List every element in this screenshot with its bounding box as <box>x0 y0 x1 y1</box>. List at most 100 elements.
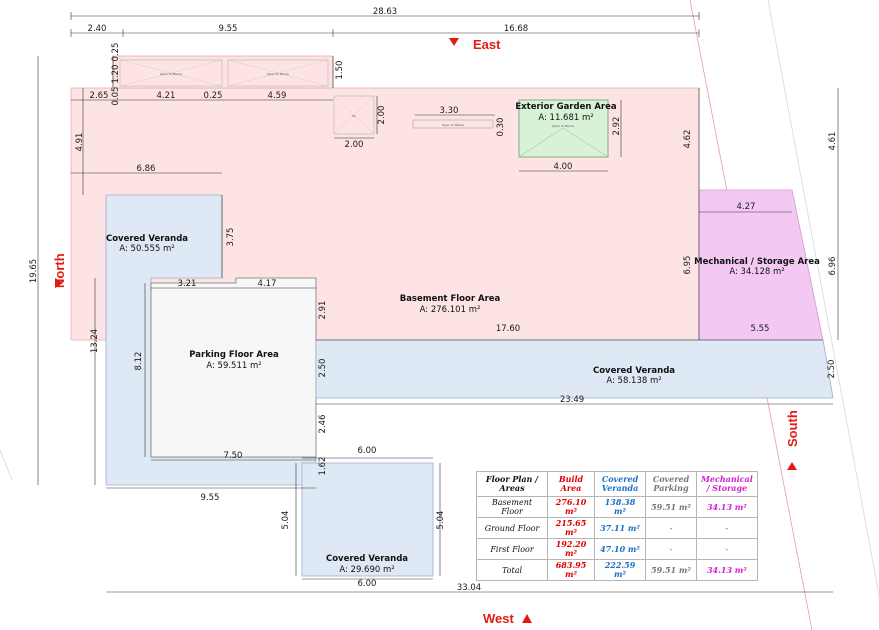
dim-4-61: 4.61 <box>828 132 838 151</box>
dim-2-92: 2.92 <box>612 117 622 136</box>
table-cell: 222.59 m² <box>594 559 646 581</box>
dim-8-12: 8.12 <box>134 352 144 371</box>
table-cell: 34.13 m² <box>696 496 758 518</box>
table-cell: Basement Floor <box>476 496 548 518</box>
dim-1-62: 1.62 <box>318 457 328 476</box>
north-arrow-icon <box>55 278 63 288</box>
veranda-north-name: Covered Veranda <box>106 234 188 244</box>
stair-mark-label: UL <box>352 114 356 118</box>
dim-4-59: 4.59 <box>268 91 287 101</box>
table-cell: - <box>645 517 697 539</box>
table-cell: Total <box>476 559 548 581</box>
table-header-row: Floor Plan / Areas Build Area Covered Ve… <box>476 471 758 497</box>
table-cell: Ground Floor <box>476 517 548 539</box>
table-header-cell: Mechanical / Storage <box>696 471 758 497</box>
parking-floor-area <box>150 277 317 458</box>
basement-upper-strip <box>112 55 334 89</box>
veranda-south-value: A: 58.138 m² <box>606 376 661 386</box>
table-row: First Floor 192.20 m² 47.10 m² - - <box>476 538 758 560</box>
void-right <box>227 59 329 87</box>
veranda-south-name: Covered Veranda <box>593 366 675 376</box>
table-header-cell: Build Area <box>547 471 595 497</box>
void-left <box>119 59 223 87</box>
dim-4-91: 4.91 <box>75 133 85 152</box>
open-to-below-label: Open to Below <box>267 72 290 76</box>
table-cell: 192.20 m² <box>547 538 595 560</box>
dim-1-20: 1.20 <box>111 65 121 84</box>
dim-6-95: 6.95 <box>683 256 693 275</box>
dim-0-25: 0.25 <box>204 91 223 101</box>
basement-area-value: A: 276.101 m² <box>420 305 481 315</box>
dim-5-55: 5.55 <box>751 324 770 334</box>
table-row: Ground Floor 215.65 m² 37.11 m² - - <box>476 517 758 539</box>
slot-void <box>412 119 494 129</box>
table-cell: - <box>696 517 758 539</box>
mechanical-area-name: Mechanical / Storage Area <box>694 257 820 267</box>
mechanical-area-value: A: 34.128 m² <box>729 267 784 277</box>
dim-2-65: 2.65 <box>90 91 109 101</box>
dim-4-21: 4.21 <box>157 91 176 101</box>
table-cell: 47.10 m² <box>594 538 646 560</box>
basement-area-name: Basement Floor Area <box>400 294 501 304</box>
dim-overall-top: 28.63 <box>373 7 397 17</box>
dim-3-75: 3.75 <box>226 228 236 247</box>
veranda-west-value: A: 29.690 m² <box>339 565 394 575</box>
compass-south-group: South <box>785 410 800 447</box>
table-cell: 34.13 m² <box>696 559 758 581</box>
dim-2-50-a: 2.50 <box>318 359 328 378</box>
east-arrow-icon <box>449 38 459 46</box>
dim-6-00-bottom: 6.00 <box>358 579 377 589</box>
dim-9-55-bottom: 9.55 <box>201 493 220 503</box>
table-cell: - <box>645 538 697 560</box>
dim-4-00: 4.00 <box>554 162 573 172</box>
dim-overall-bottom: 33.04 <box>457 583 481 593</box>
dim-top-right: 16.68 <box>504 24 528 34</box>
table-row: Total 683.95 m² 222.59 m² 59.51 m² 34.13… <box>476 559 758 581</box>
dim-13-24: 13.24 <box>90 329 100 353</box>
parking-area-value: A: 59.511 m² <box>206 361 261 371</box>
stair-void <box>333 95 375 135</box>
table-cell: First Floor <box>476 538 548 560</box>
dim-6-96: 6.96 <box>828 257 838 276</box>
compass-south: South <box>785 410 800 447</box>
dim-23-49: 23.49 <box>560 395 584 405</box>
dim-6-86: 6.86 <box>137 164 156 174</box>
dim-1-50: 1.50 <box>335 61 345 80</box>
area-summary-table: Floor Plan / Areas Build Area Covered Ve… <box>476 471 758 581</box>
dim-4-27: 4.27 <box>737 202 756 212</box>
dim-top-mid: 9.55 <box>219 24 238 34</box>
parking-area-name: Parking Floor Area <box>189 350 279 360</box>
table-cell: - <box>696 538 758 560</box>
garden-area-name: Exterior Garden Area <box>515 102 617 112</box>
dim-7-50: 7.50 <box>224 451 243 461</box>
covered-veranda-south <box>315 339 834 399</box>
covered-veranda-west <box>301 462 434 577</box>
dim-3-21: 3.21 <box>178 279 197 289</box>
dim-2-91: 2.91 <box>318 301 328 320</box>
dim-4-62: 4.62 <box>683 130 693 149</box>
table-header-cell: Covered Parking <box>645 471 697 497</box>
table-cell: 37.11 m² <box>594 517 646 539</box>
dim-0-30: 0.30 <box>496 118 506 137</box>
table-cell: 276.10 m² <box>547 496 595 518</box>
dim-17-60: 17.60 <box>496 324 520 334</box>
dim-top-left: 2.40 <box>88 24 107 34</box>
south-arrow-icon <box>787 462 797 470</box>
dim-2-50-b: 2.50 <box>827 360 837 379</box>
dim-5-04-left: 5.04 <box>281 511 291 530</box>
dim-0-25-vertical: 0.25 <box>111 43 121 62</box>
dim-0-05: 0.05 <box>111 87 121 106</box>
dim-4-17: 4.17 <box>258 279 277 289</box>
veranda-north-value: A: 50.555 m² <box>119 244 174 254</box>
table-cell: 138.38 m² <box>594 496 646 518</box>
veranda-west-name: Covered Veranda <box>326 554 408 564</box>
open-to-below-label: Open to Below <box>442 123 465 127</box>
dimension-lines <box>37 12 839 593</box>
table-header-cell: Covered Veranda <box>594 471 646 497</box>
table-cell: 215.65 m² <box>547 517 595 539</box>
dim-3-30: 3.30 <box>440 106 459 116</box>
west-arrow-icon <box>522 614 532 623</box>
table-cell: 59.51 m² <box>645 559 697 581</box>
open-to-below-label: Open to Below <box>552 124 575 128</box>
